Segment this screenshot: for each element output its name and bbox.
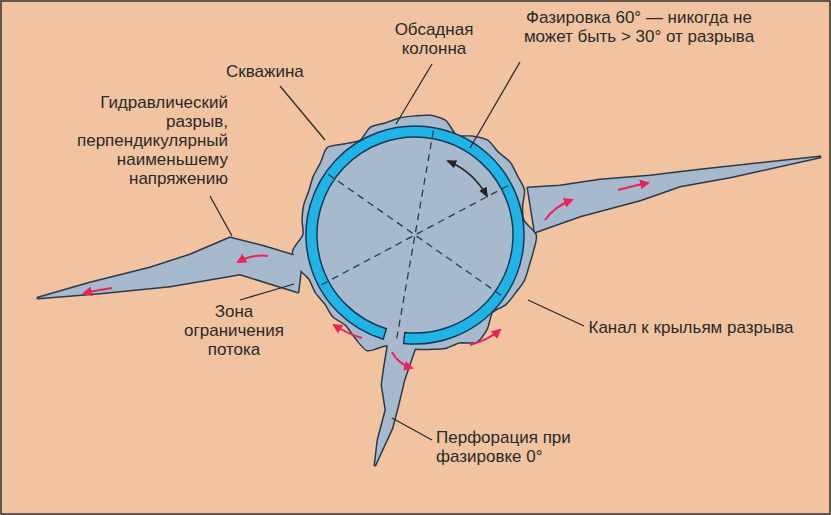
wellbore-label: Скважина <box>226 62 336 81</box>
casing-label: Обсадная колонна <box>382 20 486 58</box>
fracture-label: Гидравлический разрыв, перпендикулярный … <box>56 93 228 188</box>
flow-arrow <box>84 183 648 368</box>
channel-label: Канал к крыльям разрыва <box>586 318 796 337</box>
leader-line <box>210 62 584 440</box>
phasing-line <box>321 131 508 340</box>
casing-ring <box>306 126 524 344</box>
phase-angle-arrow <box>448 161 487 196</box>
perforation-label: Перфорация при фазировке 0° <box>436 428 596 466</box>
phasing-note: Фазировка 60° — никогда не может быть > … <box>520 8 758 46</box>
restriction-label: Зона ограничения потока <box>178 302 290 359</box>
